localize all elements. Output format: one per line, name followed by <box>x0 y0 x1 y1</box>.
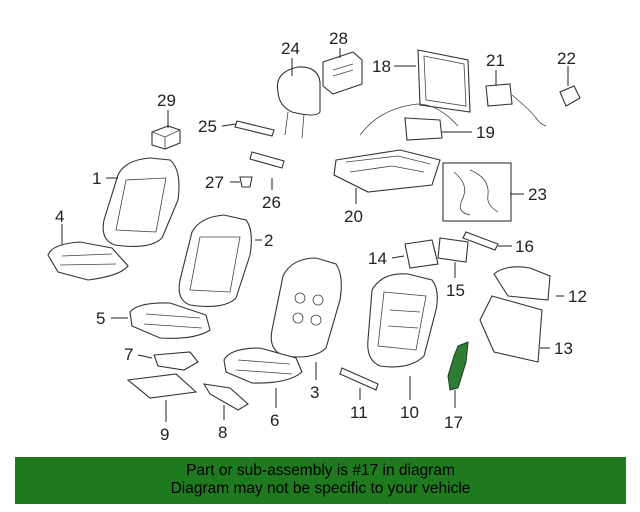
callout-2: 2 <box>264 231 273 250</box>
callout-19: 19 <box>476 123 495 142</box>
callout-labels: 1 2 3 4 5 6 7 8 9 10 11 12 13 14 15 16 1… <box>55 29 587 444</box>
part-15 <box>437 237 469 263</box>
callout-25: 25 <box>198 117 217 136</box>
part-27 <box>239 176 253 188</box>
part-25 <box>234 120 275 137</box>
callout-20: 20 <box>344 207 363 226</box>
part-8 <box>202 383 249 411</box>
callout-24: 24 <box>281 39 300 58</box>
callout-27: 27 <box>205 173 224 192</box>
callout-15: 15 <box>446 281 465 300</box>
part-5 <box>129 302 211 339</box>
callout-14: 14 <box>368 249 387 268</box>
callout-5: 5 <box>96 309 105 328</box>
leader-lines <box>61 48 569 422</box>
callout-26: 26 <box>262 193 281 212</box>
part-11 <box>339 367 379 391</box>
part-1 <box>102 157 180 247</box>
exploded-seat-diagram: 1 2 3 4 5 6 7 8 9 10 11 12 13 14 15 16 1… <box>47 29 587 444</box>
part-16 <box>462 231 499 251</box>
callout-28: 28 <box>329 29 348 48</box>
callout-22: 22 <box>557 49 576 68</box>
notice-banner: Part or sub-assembly is #17 in diagram D… <box>15 457 626 504</box>
callout-4: 4 <box>55 207 64 226</box>
callout-12: 12 <box>568 287 587 306</box>
part-4 <box>47 241 129 281</box>
callout-13: 13 <box>554 339 573 358</box>
part-13 <box>479 295 543 363</box>
part-14 <box>404 239 439 269</box>
part-2 <box>178 214 252 307</box>
part-10 <box>367 273 438 368</box>
callout-8: 8 <box>218 423 227 442</box>
part-6 <box>223 347 303 384</box>
part-28 <box>322 51 363 95</box>
part-29 <box>151 125 181 150</box>
callout-11: 11 <box>350 403 368 422</box>
part-24 <box>276 66 321 139</box>
part-19-20 <box>333 103 459 193</box>
callout-9: 9 <box>160 425 169 444</box>
part-26 <box>249 151 285 169</box>
callout-29: 29 <box>157 91 176 110</box>
part-3 <box>270 257 342 358</box>
callout-1: 1 <box>92 169 101 188</box>
part-17-highlighted <box>447 341 469 391</box>
part-12 <box>493 266 551 301</box>
callout-7: 7 <box>124 345 133 364</box>
callout-6: 6 <box>270 411 279 430</box>
part-21 <box>485 83 547 127</box>
banner-line-2: Diagram may not be specific to your vehi… <box>170 480 471 497</box>
part-23 <box>442 162 512 222</box>
callout-17: 17 <box>444 413 463 432</box>
callout-3: 3 <box>310 383 319 402</box>
callout-23: 23 <box>528 185 547 204</box>
callout-16: 16 <box>515 237 534 256</box>
part-9 <box>126 373 198 399</box>
part-7 <box>153 351 199 371</box>
callout-18: 18 <box>372 57 391 76</box>
callout-21: 21 <box>486 51 505 70</box>
part-22 <box>559 85 581 107</box>
callout-10: 10 <box>400 403 419 422</box>
banner-line-1: Part or sub-assembly is #17 in diagram <box>186 462 455 479</box>
part-18 <box>417 49 471 113</box>
